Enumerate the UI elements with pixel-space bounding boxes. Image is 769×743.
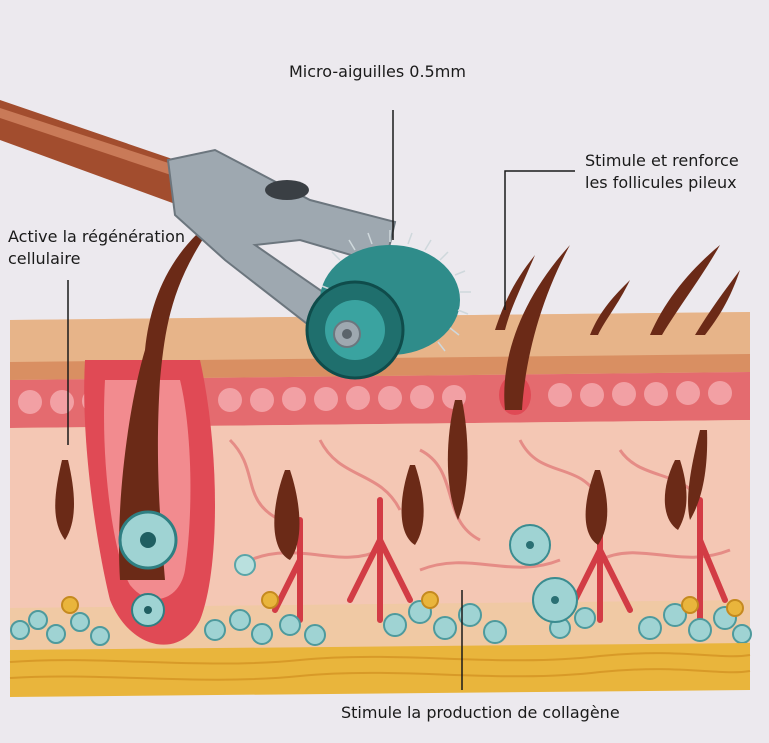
regeneration-label-line2: cellulaire [8,248,208,270]
follicles-label: Stimule et renforce les follicules pileu… [585,150,765,194]
roller-handle [0,100,190,205]
follicles-label-line1: Stimule et renforce [585,150,765,172]
needles-label: Micro-aiguilles 0.5mm [289,61,466,83]
follicles-label-line2: les follicules pileux [585,172,765,194]
collagen-label: Stimule la production de collagène [341,702,620,724]
regeneration-label-line1: Active la régénération [8,226,208,248]
regeneration-label: Active la régénération cellulaire [8,226,208,270]
